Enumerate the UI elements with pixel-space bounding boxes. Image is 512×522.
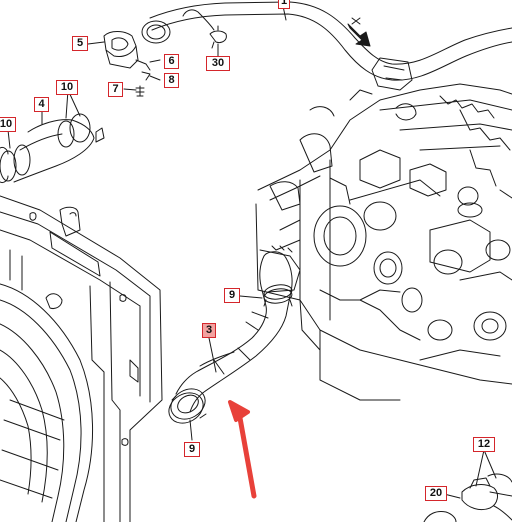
callout-30: 30: [206, 56, 230, 71]
callout-1: 1: [278, 0, 290, 9]
callout-10-left: 10: [0, 117, 16, 132]
radiator-frame: [0, 195, 163, 522]
callout-6: 6: [164, 54, 179, 69]
callout-7: 7: [108, 82, 123, 97]
thermostat-housing: [103, 20, 227, 97]
callout-9-upper: 9: [224, 288, 240, 303]
callout-8: 8: [164, 73, 179, 88]
flow-direction-arrow-icon: [347, 17, 371, 47]
callout-12: 12: [473, 437, 495, 452]
callout-3: 3: [202, 323, 216, 338]
callout-9-lower: 9: [184, 442, 200, 457]
lower-radiator-hose: [168, 251, 293, 424]
callout-20: 20: [425, 486, 447, 501]
highlight-arrow-icon: [228, 400, 257, 499]
lower-right-fittings: [423, 473, 512, 522]
callout-5: 5: [72, 36, 88, 51]
upper-radiator-hose: [0, 113, 105, 183]
engine-block-icon: [255, 83, 512, 401]
fan-grille-icon: [0, 283, 93, 522]
callout-4: 4: [34, 97, 49, 112]
callout-10-upper: 10: [56, 80, 78, 95]
upper-coolant-pipe: [149, 1, 512, 91]
